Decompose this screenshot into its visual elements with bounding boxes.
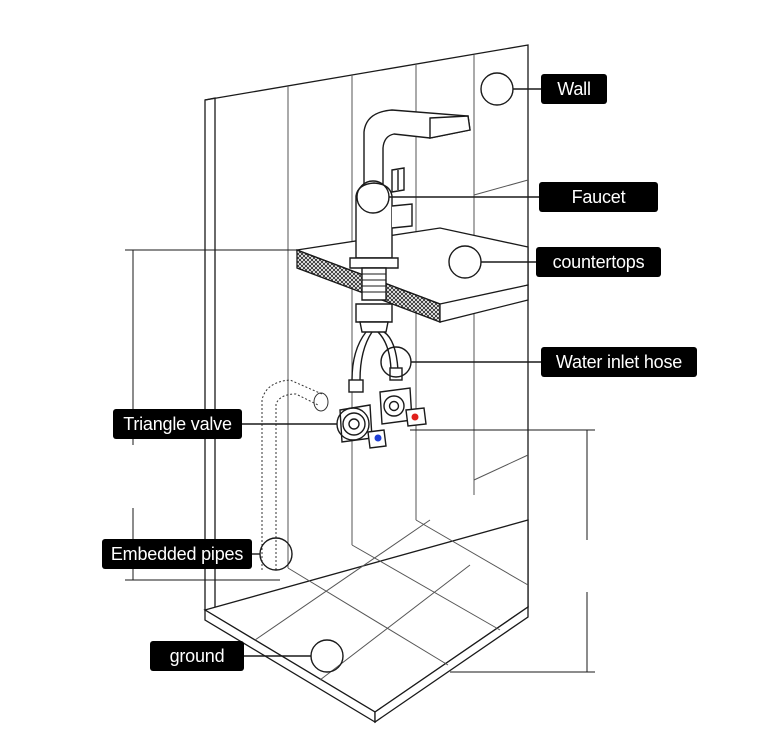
label-water-inlet-hose: Water inlet hose: [541, 347, 697, 377]
callouts: [242, 72, 541, 673]
embedded-pipe: [261, 379, 329, 570]
ground-floor: [203, 519, 529, 724]
label-wall: Wall: [541, 74, 607, 104]
label-triangle-valve: Triangle valve: [113, 409, 242, 439]
label-countertops: countertops: [536, 247, 661, 277]
label-faucet: Faucet: [539, 182, 658, 212]
faucet: [349, 109, 471, 333]
triangle-valves: [339, 387, 427, 449]
label-ground: ground: [150, 641, 244, 671]
label-embedded-pipes: Embedded pipes: [102, 539, 252, 569]
